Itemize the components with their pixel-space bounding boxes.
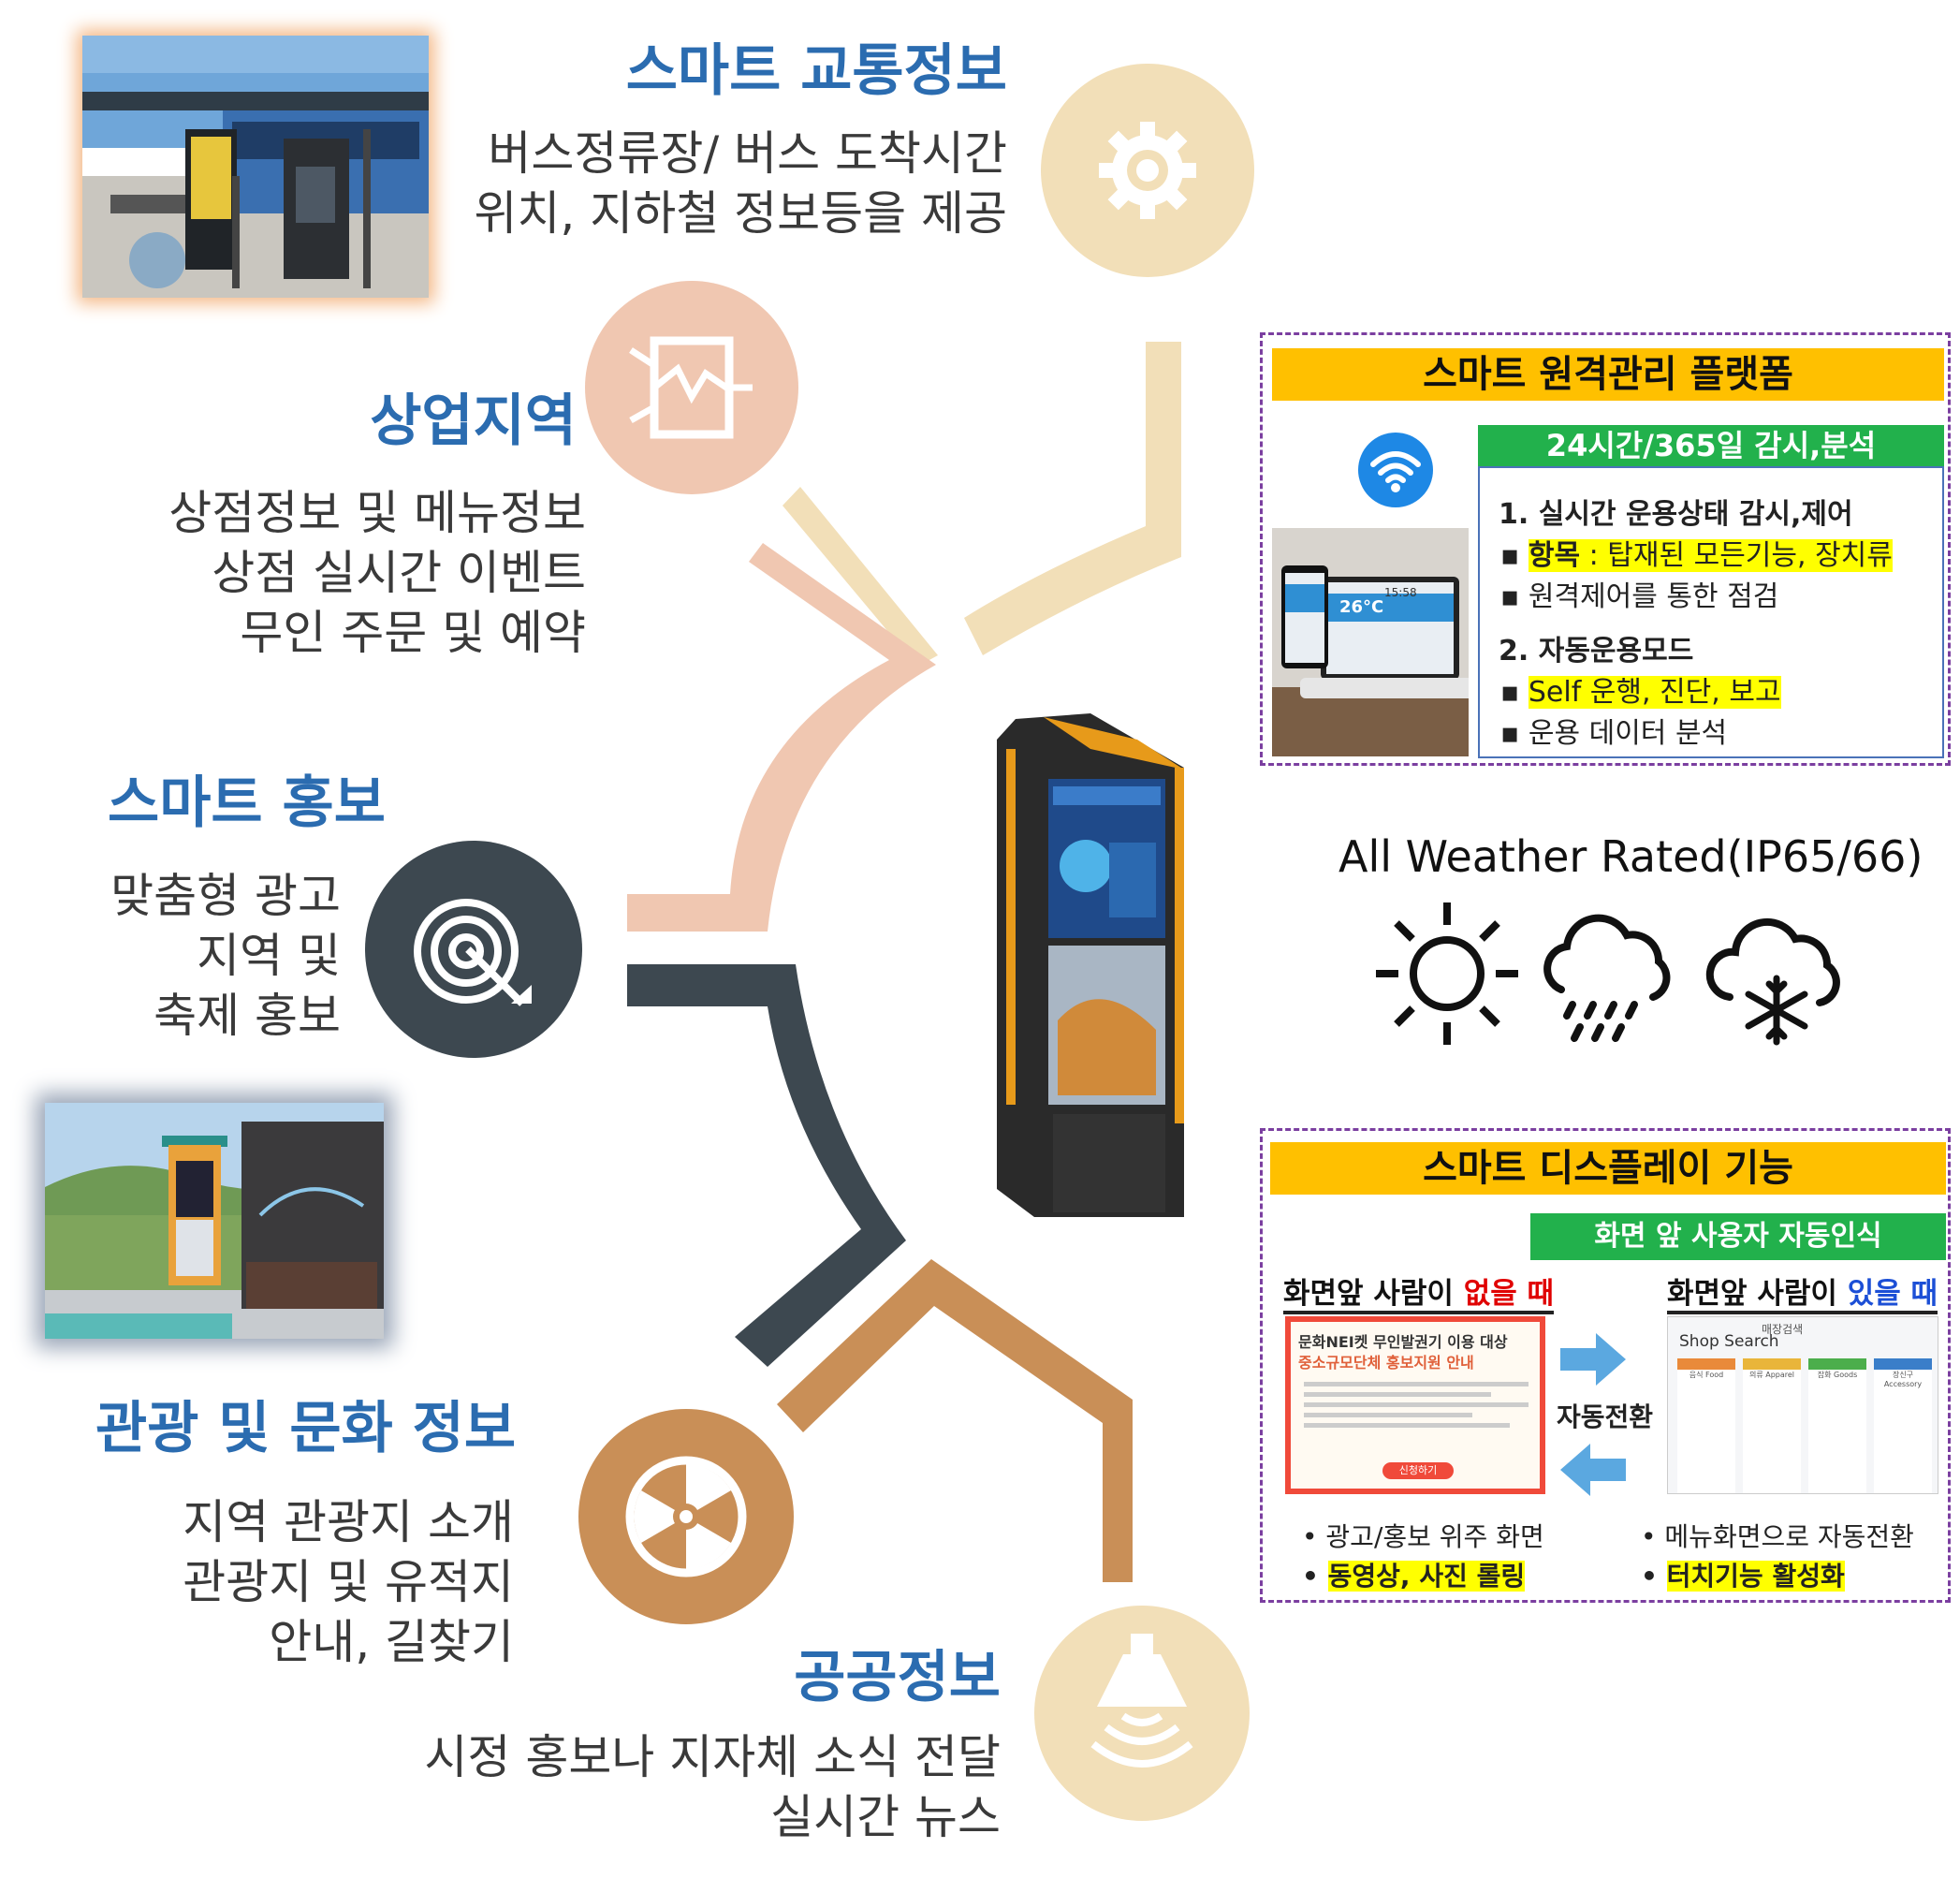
menu-col-2-label: 의류 Apparel xyxy=(1748,1371,1795,1379)
menu-col-2[interactable]: 의류 Apparel xyxy=(1743,1358,1801,1493)
promo-connector xyxy=(627,964,906,1367)
laptop-temp: 26°C xyxy=(1339,597,1384,617)
park-kiosk-photo xyxy=(45,1103,384,1339)
snow-cloud-icon xyxy=(1705,917,1840,1046)
remote-item1a-text: : 탑재된 모든기능, 장치류 xyxy=(1580,539,1893,572)
bullet-marker: ▪ xyxy=(1500,676,1529,709)
remote-item1a-label: 항목 xyxy=(1528,539,1581,572)
right-bullet-2: • 터치기능 활성화 xyxy=(1641,1556,1845,1593)
remote-item2b: ▪ 운용 데이터 분석 xyxy=(1500,710,1727,751)
ad-line2: 중소규모단체 홍보지원 안내 xyxy=(1298,1354,1474,1372)
left-heading-b: 없을 때 xyxy=(1463,1277,1555,1314)
remote-item1b: ▪ 원격제어를 통한 점검 xyxy=(1500,573,1778,614)
right-bullet-2-text: 터치기능 활성화 xyxy=(1666,1561,1845,1592)
public-desc: 시정 홍보나 지자체 소식 전달 실시간 뉴스 xyxy=(424,1730,1001,1844)
laptop-image: 26°C 15:58 xyxy=(1272,528,1469,756)
menu-col-4[interactable]: 장신구 Accessory xyxy=(1874,1358,1932,1493)
right-bullet-1-text: 메뉴화면으로 자동전환 xyxy=(1664,1521,1914,1552)
right-heading-b: 있을 때 xyxy=(1847,1277,1938,1314)
weather-title: All Weather Rated(IP65/66) xyxy=(1338,831,1923,882)
smart-display-panel: 스마트 디스플레이 기능 화면 앞 사용자 자동인식 화면앞 사람이 없을 때 … xyxy=(1260,1128,1951,1603)
right-heading: 화면앞 사람이 있을 때 xyxy=(1667,1269,1938,1314)
menu-col-3-label: 잡화 Goods xyxy=(1817,1371,1858,1379)
tourism-circle xyxy=(578,1409,794,1624)
traffic-connector xyxy=(964,342,1181,655)
menu-title-small: 매장검색 xyxy=(1762,1323,1804,1336)
menu-col-1-label: 음식 Food xyxy=(1689,1371,1724,1379)
public-title: 공공정보 xyxy=(794,1645,1001,1710)
commerce-circle xyxy=(585,281,798,494)
remote-subtitle: 24시간/365일 감시,분석 xyxy=(1478,425,1944,466)
traffic-title: 스마트 교통정보 xyxy=(625,38,1007,104)
arrow-left-icon xyxy=(1560,1444,1626,1496)
arrow-right-icon xyxy=(1560,1333,1626,1386)
left-bullet-2-text: 동영상, 사진 롤링 xyxy=(1327,1561,1526,1592)
tourism-title: 관광 및 문화 정보 xyxy=(95,1396,517,1461)
bullet-marker: ▪ xyxy=(1500,539,1529,572)
wifi-icon xyxy=(1358,433,1433,507)
remote-item1: 1. 실시간 운용상태 감시,제어 xyxy=(1499,498,1853,531)
ad-body-lines xyxy=(1304,1376,1529,1433)
commerce-connector xyxy=(627,543,936,932)
left-bullet-2: • 동영상, 사진 롤링 xyxy=(1302,1556,1526,1593)
promo-desc: 맞춤형 광고 지역 및 축제 홍보 xyxy=(110,869,341,1043)
broken-glass-icon xyxy=(629,336,753,439)
remote-management-panel: 스마트 원격관리 플랫폼 24시간/365일 감시,분석 26°C 15:58 … xyxy=(1260,332,1951,766)
menu-screen: 매장검색 Shop Search 음식 Food 의류 Apparel 잡화 G… xyxy=(1667,1316,1938,1494)
left-bullet-1-text: 광고/홍보 위주 화면 xyxy=(1325,1521,1544,1552)
aperture-icon xyxy=(625,1456,747,1577)
ad-button[interactable]: 신청하기 xyxy=(1382,1462,1454,1479)
remote-item2a-text: Self 운행, 진단, 보고 xyxy=(1528,676,1781,709)
left-bullet-1: • 광고/홍보 위주 화면 xyxy=(1302,1517,1544,1554)
commerce-title: 상업지역 xyxy=(370,389,577,454)
bus-stop-photo xyxy=(82,36,429,298)
target-icon xyxy=(414,899,532,1006)
tourism-connector xyxy=(777,1259,1133,1582)
menu-title: Shop Search xyxy=(1679,1332,1779,1351)
bullet-dot: • xyxy=(1641,1561,1667,1592)
kiosk-image xyxy=(997,712,1198,1217)
rain-cloud-icon xyxy=(1543,914,1671,1042)
ad-line1: 문화NEI켓 무인발권기 이용 대상 xyxy=(1298,1333,1508,1351)
menu-col-4-label: 장신구 Accessory xyxy=(1883,1371,1923,1388)
bullet-dot: • xyxy=(1302,1521,1326,1552)
bullet-dot: • xyxy=(1641,1521,1665,1552)
remote-item1a: ▪ 항목 : 탑재된 모든기능, 장치류 xyxy=(1500,532,1893,573)
tourism-desc: 지역 관광지 소개 관광지 및 유적지 안내, 길찾기 xyxy=(183,1495,514,1669)
right-bullet-1: • 메뉴화면으로 자동전환 xyxy=(1641,1517,1914,1554)
display-title: 스마트 디스플레이 기능 xyxy=(1270,1142,1946,1195)
gear-icon xyxy=(1099,122,1196,219)
commerce-desc: 상점정보 및 메뉴정보 상점 실시간 이벤트 무인 주문 및 예약 xyxy=(168,486,586,660)
menu-col-3[interactable]: 잡화 Goods xyxy=(1808,1358,1866,1493)
remote-item2: 2. 자동운용모드 xyxy=(1499,635,1694,668)
remote-item2a: ▪ Self 운행, 진단, 보고 xyxy=(1500,668,1781,710)
ad-screen: 문화NEI켓 무인발권기 이용 대상 중소규모단체 홍보지원 안내 신청하기 xyxy=(1285,1316,1545,1494)
display-subtitle: 화면 앞 사용자 자동인식 xyxy=(1530,1213,1946,1260)
public-circle xyxy=(1034,1606,1250,1821)
switch-label: 자동전환 xyxy=(1557,1401,1654,1432)
sun-icon xyxy=(1376,902,1518,1045)
remote-textbox: 1. 실시간 운용상태 감시,제어 ▪ 항목 : 탑재된 모든기능, 장치류 ▪… xyxy=(1478,466,1944,758)
menu-col-1[interactable]: 음식 Food xyxy=(1677,1358,1735,1493)
left-heading: 화면앞 사람이 없을 때 xyxy=(1283,1269,1555,1314)
lamp-icon xyxy=(1090,1634,1193,1768)
promo-title: 스마트 홍보 xyxy=(108,770,386,836)
promo-circle xyxy=(365,841,582,1058)
bullet-dot: • xyxy=(1302,1561,1328,1592)
remote-item1b-text: 원격제어를 통한 점검 xyxy=(1528,580,1779,613)
right-heading-a: 화면앞 사람이 xyxy=(1667,1277,1848,1314)
remote-title: 스마트 원격관리 플랫폼 xyxy=(1272,348,1944,401)
remote-item2b-text: 운용 데이터 분석 xyxy=(1528,717,1728,750)
laptop-time: 15:58 xyxy=(1384,586,1417,599)
traffic-desc: 버스정류장/ 버스 도착시간 위치, 지하철 정보등을 제공 xyxy=(474,126,1007,241)
bullet-marker: ▪ xyxy=(1500,717,1529,750)
traffic-circle xyxy=(1041,64,1254,277)
left-heading-a: 화면앞 사람이 xyxy=(1283,1277,1464,1314)
bullet-marker: ▪ xyxy=(1500,580,1529,613)
